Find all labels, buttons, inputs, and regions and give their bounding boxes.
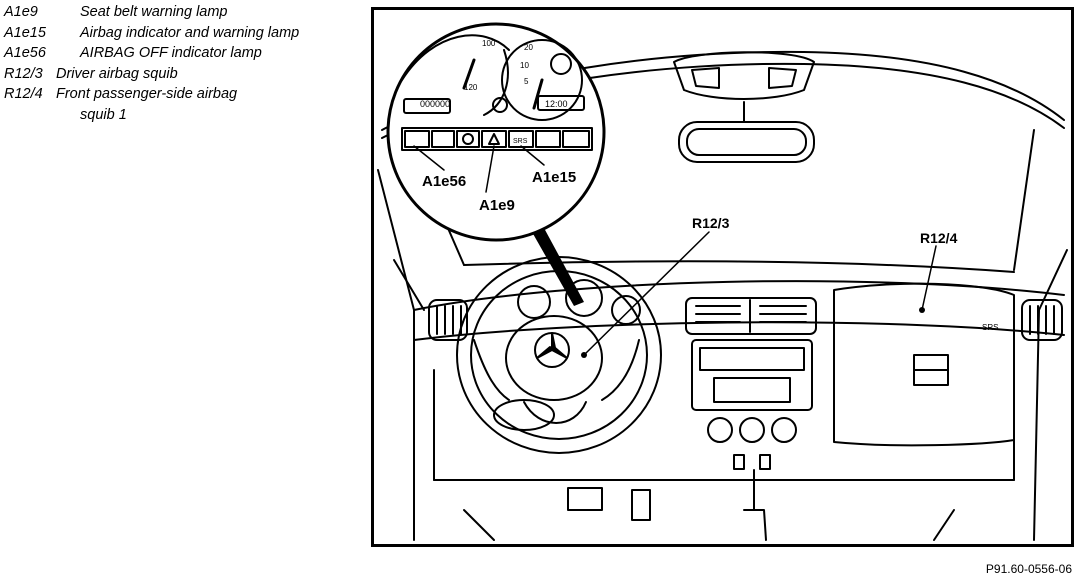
center-air-vents: [685, 297, 817, 335]
legend-code: R12/3: [4, 65, 43, 82]
legend-desc-continuation: squib 1: [80, 106, 127, 123]
legend-code: R12/4: [4, 86, 43, 102]
magnifier-pointer: [532, 228, 584, 306]
legend-desc: Airbag indicator and warning lamp: [80, 24, 300, 41]
odometer-display: [403, 98, 451, 114]
dash-srs-label: SRS: [982, 323, 998, 332]
airbag-off-lamp: [404, 130, 430, 148]
odometer-value: 000000: [420, 99, 450, 109]
rear-view-mirror: [678, 101, 815, 163]
brake-lamp: [456, 130, 480, 148]
callout-leaders: [583, 231, 937, 356]
passenger-airbag-lid: [833, 282, 1015, 447]
floor-area: [463, 487, 955, 541]
dashboard-illustration: 000000 12:00 100 120 20 10 5 SRS A1e56 A…: [377, 22, 1068, 541]
speedometer-dial: [401, 34, 510, 81]
callout-r12-3: R12/3: [692, 215, 730, 231]
srs-lamp: [508, 130, 534, 148]
speed-tick-label: 120: [464, 83, 478, 92]
legend-desc: AIRBAG OFF indicator lamp: [80, 45, 262, 61]
clock-display: [537, 95, 585, 111]
instrument-cluster: [517, 279, 641, 325]
dashboard: [413, 280, 1065, 482]
legend-code: A1e9: [4, 4, 38, 20]
legend-code: A1e15: [4, 24, 46, 41]
callout-a1e56: A1e56: [422, 173, 466, 190]
figure-id: P91.60-0556-06: [985, 562, 1072, 576]
rpm-tick-label: 5: [524, 77, 529, 86]
overhead-console: [673, 51, 815, 100]
abs-lamp: [535, 130, 561, 148]
r12-3-leader: [583, 231, 710, 356]
speed-tick-label: 100: [482, 39, 496, 48]
warning-lamp-strip: [401, 127, 593, 151]
clock-value: 12:00: [545, 99, 568, 109]
r12-4-marker: [919, 307, 925, 313]
r12-4-leader: [921, 245, 937, 311]
right-air-vent: [1021, 299, 1063, 341]
cluster-magnifier: [386, 22, 606, 306]
rpm-tick-label: 10: [520, 61, 529, 70]
battery-lamp: [562, 130, 590, 148]
callout-a1e15: A1e15: [532, 169, 576, 186]
mercedes-star-logo: [534, 332, 570, 368]
legend-code: A1e56: [4, 45, 46, 61]
srs-lamp-label: SRS: [513, 138, 528, 145]
dashboard-figure: 000000 12:00 100 120 20 10 5 SRS A1e56 A…: [371, 7, 1074, 547]
rpm-tick-label: 20: [524, 43, 533, 52]
callout-a1e9: A1e9: [479, 197, 515, 214]
legend-desc: Front passenger-side airbag: [56, 86, 238, 102]
headlamp-lamp: [431, 130, 455, 148]
legend-desc: Seat belt warning lamp: [80, 4, 228, 20]
tachometer-dial: [501, 39, 583, 121]
center-console: [691, 339, 813, 541]
legend-desc: Driver airbag squib: [56, 65, 178, 82]
left-air-vent: [428, 299, 468, 341]
callout-r12-4: R12/4: [920, 230, 958, 246]
r12-3-marker: [581, 352, 587, 358]
